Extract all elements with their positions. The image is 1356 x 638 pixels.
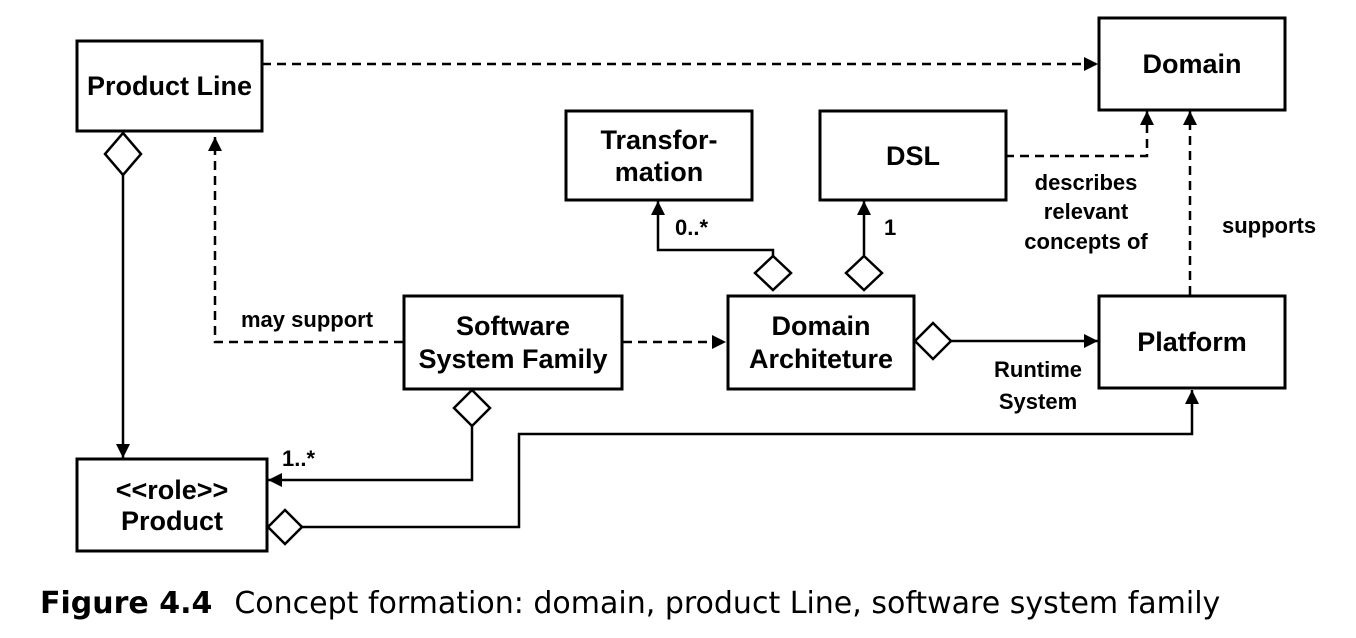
label-runtime-line1: Runtime bbox=[994, 357, 1082, 382]
label-runtime-line2: System bbox=[999, 389, 1077, 414]
node-transformation-label-line1: Transfor- bbox=[600, 125, 717, 155]
label-describes-line3: concepts of bbox=[1024, 229, 1148, 254]
node-ssf-label-line1: Software bbox=[456, 311, 570, 341]
node-domainarch-label-line2: Architeture bbox=[749, 344, 893, 374]
diamond-domainarch-platform bbox=[913, 321, 953, 361]
label-describes-line1: describes bbox=[1035, 170, 1138, 195]
label-describes-line2: relevant bbox=[1044, 199, 1129, 224]
node-software-system-family: Software System Family bbox=[402, 294, 624, 391]
node-dsl: DSL bbox=[818, 109, 1008, 202]
edge-ssf-productline bbox=[208, 137, 403, 344]
label-multiplicity-product: 1..* bbox=[282, 446, 315, 471]
node-product: <<role>> Product bbox=[75, 457, 269, 553]
node-platform-label: Platform bbox=[1137, 327, 1247, 357]
edge-dsl-domain bbox=[1005, 111, 1154, 158]
node-domain-label: Domain bbox=[1142, 49, 1241, 79]
concept-formation-diagram: Product Line Domain Transfor- mation DSL… bbox=[75, 16, 1316, 553]
node-transformation: Transfor- mation bbox=[564, 109, 754, 202]
edge-product-platform bbox=[302, 390, 1199, 529]
node-product-line-label: Product Line bbox=[87, 71, 252, 101]
node-domain-architecture: Domain Architeture bbox=[726, 294, 916, 391]
node-dsl-label: DSL bbox=[886, 141, 940, 171]
node-product-label-line1: <<role>> bbox=[116, 475, 229, 505]
node-ssf-label-line2: System Family bbox=[418, 344, 607, 374]
node-domainarch-label-line1: Domain bbox=[771, 311, 870, 341]
diamond-productline bbox=[103, 131, 143, 177]
label-supports: supports bbox=[1222, 213, 1316, 238]
diamond-product bbox=[266, 508, 304, 546]
node-product-line: Product Line bbox=[75, 39, 264, 133]
diamond-domainarch-transformation bbox=[753, 254, 793, 292]
edge-domainarch-transformation bbox=[651, 201, 775, 256]
node-domain: Domain bbox=[1097, 16, 1287, 112]
node-transformation-label-line2: mation bbox=[615, 157, 704, 187]
figure-caption: Figure 4.4 Concept formation: domain, pro… bbox=[40, 586, 1220, 621]
edge-ssf-product bbox=[268, 426, 474, 487]
node-product-label-line2: Product bbox=[121, 506, 223, 536]
caption-text: Concept formation: domain, product Line,… bbox=[234, 586, 1221, 621]
diamond-ssf bbox=[452, 388, 492, 428]
label-multiplicity-dsl: 1 bbox=[884, 215, 896, 240]
label-may-support: may support bbox=[241, 307, 374, 332]
label-multiplicity-transformation: 0..* bbox=[675, 215, 708, 240]
diamond-domainarch-dsl bbox=[844, 254, 884, 292]
node-platform: Platform bbox=[1097, 294, 1287, 390]
caption-label: Figure 4.4 bbox=[40, 586, 213, 621]
